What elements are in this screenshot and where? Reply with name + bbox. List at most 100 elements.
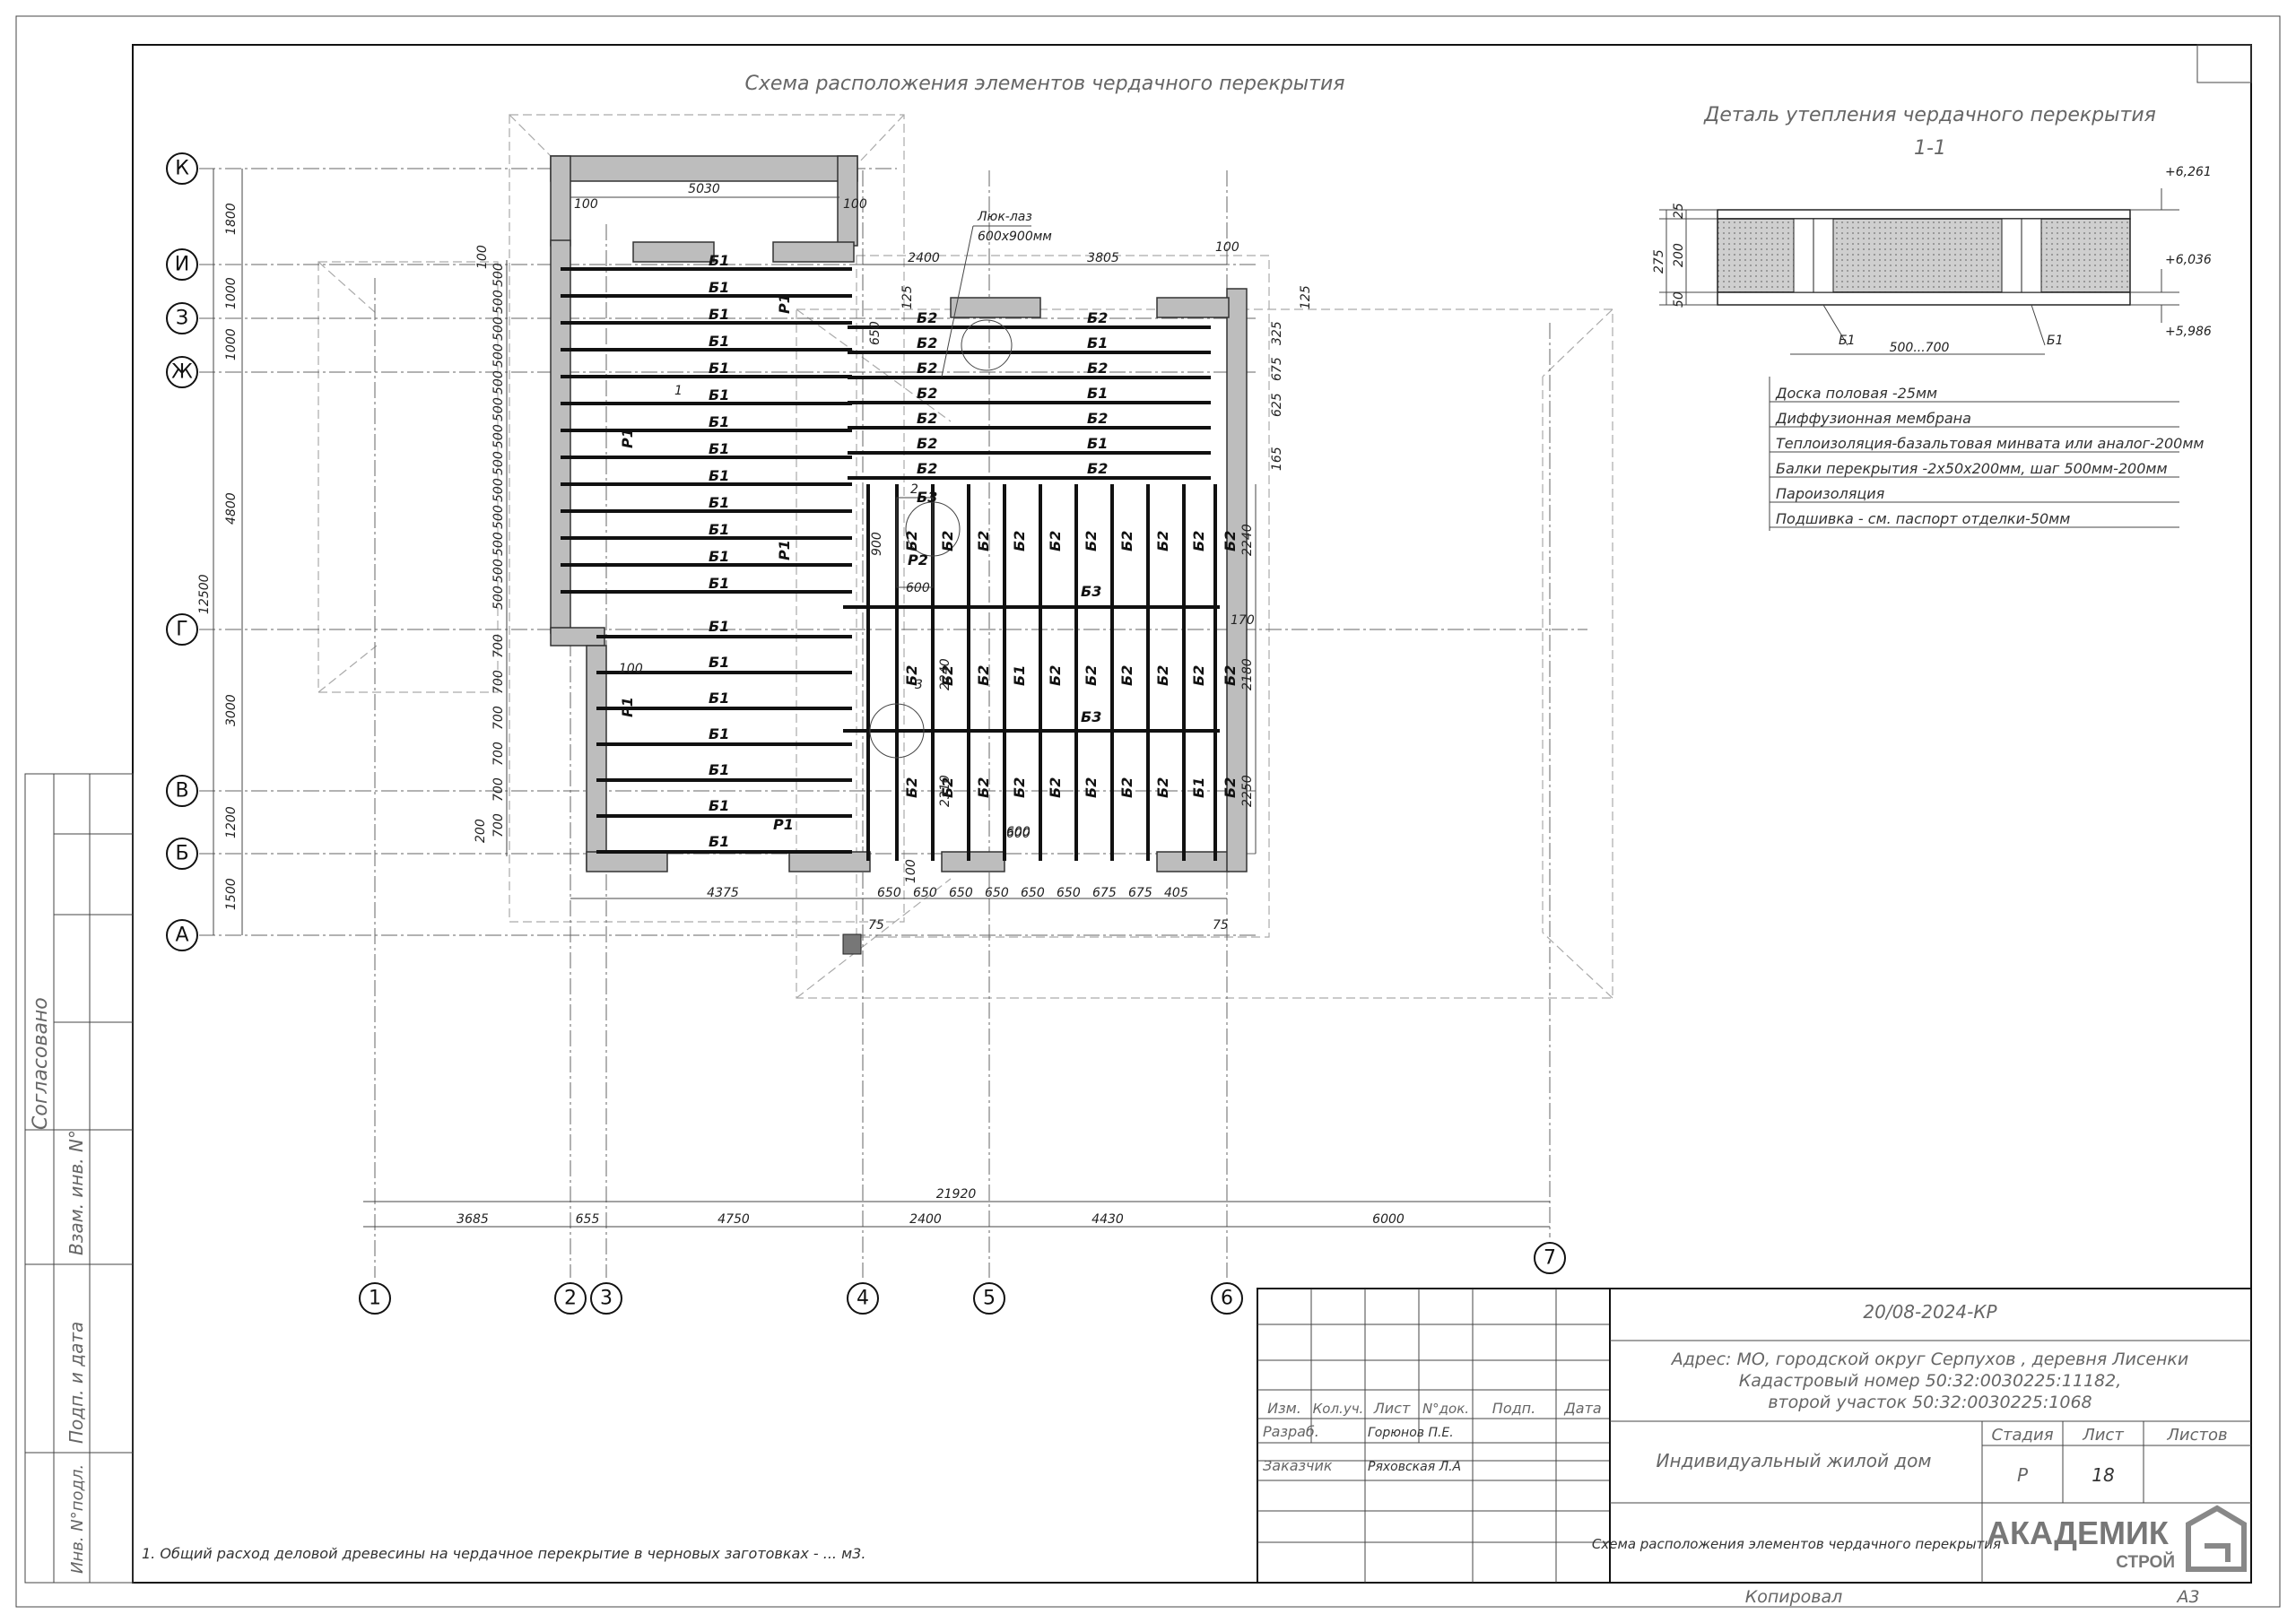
top-dim-4: 3805: [1087, 251, 1119, 265]
label-b2: Б2: [917, 410, 937, 427]
detail-thickness-insul: 200: [1672, 243, 1686, 267]
footer-format: А3: [2175, 1587, 2199, 1607]
spacing-700: 700: [491, 742, 506, 766]
label-b-vert: Б2: [1190, 665, 1207, 686]
label-b3: Б3: [1081, 708, 1101, 725]
spacing-500: 500: [491, 317, 506, 341]
label-b2: Б2: [917, 435, 937, 452]
col-dim-3: 2400: [909, 1212, 942, 1227]
spacing-500: 500: [491, 559, 506, 583]
row-dim-1: 1000: [224, 277, 239, 309]
label-b-vert: Б2: [1083, 777, 1100, 798]
label-b3: Б3: [917, 489, 937, 506]
label-b2-vert: Б2: [1047, 531, 1064, 551]
label-b-vert: Б2: [1083, 665, 1100, 686]
label-b-right: Б2: [1087, 360, 1108, 377]
roof-outline: [317, 114, 1613, 999]
spacing-700: 700: [491, 777, 506, 802]
col-dim-4: 4430: [1091, 1212, 1124, 1227]
label-b2-vert: Б2: [975, 531, 992, 551]
col-axis-1: 1: [369, 1288, 381, 1310]
top-dimensions: 100 5030 100 2400 3805 100 100 125 125: [475, 182, 1313, 309]
label-b1: Б1: [709, 575, 729, 592]
detail-thickness-total: 275: [1652, 249, 1666, 273]
row-axis-Zh: Ж: [171, 361, 193, 384]
stamp-replaced-inv: Взам. инв. N°: [65, 1130, 87, 1255]
bottom-dim-2: 650: [913, 886, 937, 900]
label-b2-vert: Б2: [1222, 531, 1239, 551]
label-b2-vert: Б2: [1083, 531, 1100, 551]
label-b-right: Б1: [1087, 385, 1108, 402]
logo-main: АКАДЕМИК: [1987, 1515, 2170, 1551]
label-b-vert: Б2: [1222, 665, 1239, 686]
row-axis-I: И: [175, 254, 189, 276]
bottom-dim-13: 100: [904, 859, 918, 883]
col-dim-5: 6000: [1372, 1212, 1405, 1227]
col-axis-4: 4: [857, 1288, 869, 1310]
row-dim-total: 12500: [197, 574, 212, 614]
layer-0: Доска половая -25мм: [1775, 385, 1937, 402]
inner-dim-5: 600: [1006, 825, 1031, 839]
tb-address-3: второй участок 50:32:0030225:1068: [1768, 1393, 2092, 1412]
col-axis-2: 2: [564, 1288, 577, 1310]
right-dim-2: 2180: [1240, 658, 1255, 690]
label-b1: Б1: [709, 761, 729, 778]
spacing-700: 700: [491, 670, 506, 694]
label-b-vert: Б2: [939, 777, 956, 798]
right-dim-3: 2250: [1240, 775, 1255, 807]
inner-dim-0: 650: [868, 321, 883, 345]
col-dim-2: 4750: [718, 1212, 750, 1227]
right-dim-1: 170: [1231, 613, 1255, 628]
spacing-500: 500: [491, 586, 506, 610]
col-axis-5: 5: [983, 1288, 996, 1310]
col-dim-total: 21920: [936, 1187, 977, 1202]
section-mark-2: 2: [910, 482, 918, 497]
stamp-sign-date: Подп. и дата: [65, 1322, 87, 1444]
label-b2-vert: Б2: [1154, 531, 1171, 551]
bottom-dim-10: 75: [868, 918, 884, 933]
tb-name-customer: Ряховская Л.А: [1368, 1460, 1461, 1474]
col-dim-0: 3685: [457, 1212, 489, 1227]
row-dim-5: 1200: [224, 806, 239, 838]
label-b1: Б1: [709, 386, 729, 404]
label-b-vert: Б2: [1118, 777, 1135, 798]
label-b-vert: Б2: [903, 665, 920, 686]
row-dim-6: 1500: [224, 878, 239, 910]
top-dim-0: 100: [574, 197, 598, 212]
section-mark-1: 1: [674, 384, 683, 398]
row-axis-G: Г: [176, 619, 187, 641]
label-b-right: Б2: [1087, 410, 1108, 427]
label-r1: Р1: [619, 428, 636, 448]
bottom-dim-7: 675: [1092, 886, 1117, 900]
inner-dim-1: 600: [906, 581, 930, 595]
label-b-vert: Б1: [1011, 665, 1028, 686]
label-b1: Б1: [709, 690, 729, 707]
top-dim-8: 125: [1299, 285, 1313, 309]
tb-object: Индивидуальный жилой дом: [1657, 1450, 1932, 1471]
col-axis-7: 7: [1544, 1247, 1556, 1270]
label-b1: Б1: [709, 440, 729, 457]
row-axis-bubbles: К И З Ж Г В Б А: [166, 152, 198, 951]
label-b-right: Б2: [1087, 309, 1108, 326]
bottom-dim-9: 405: [1164, 886, 1188, 900]
label-b2-vert: Б2: [1011, 531, 1028, 551]
openings: Люк-лаз 600х900мм: [869, 210, 1052, 759]
inner-dim-6: 325: [1270, 321, 1284, 345]
detail-title: Деталь утепления чердачного перекрытия: [1703, 104, 2156, 126]
layer-5: Подшивка - см. паспорт отделки-50мм: [1776, 510, 2070, 527]
detail-beam-left: Б1: [1839, 334, 1856, 348]
spacing-500: 500: [491, 451, 506, 475]
inner-dimensions: 650 600 900 2240 2310 600 325 625 675 16…: [674, 321, 1284, 839]
row-dim-2: 1000: [224, 328, 239, 360]
row-dim-4: 3000: [224, 694, 239, 726]
label-b2-vert: Б2: [939, 531, 956, 551]
spacing-700: 700: [491, 634, 506, 658]
bottom-dim-8: 675: [1128, 886, 1152, 900]
label-b-right: Б1: [1087, 334, 1108, 352]
hatch-size: 600х900мм: [978, 230, 1052, 244]
label-b1: Б1: [709, 413, 729, 430]
label-b1: Б1: [709, 797, 729, 814]
inner-dim-7: 625: [1270, 393, 1284, 417]
